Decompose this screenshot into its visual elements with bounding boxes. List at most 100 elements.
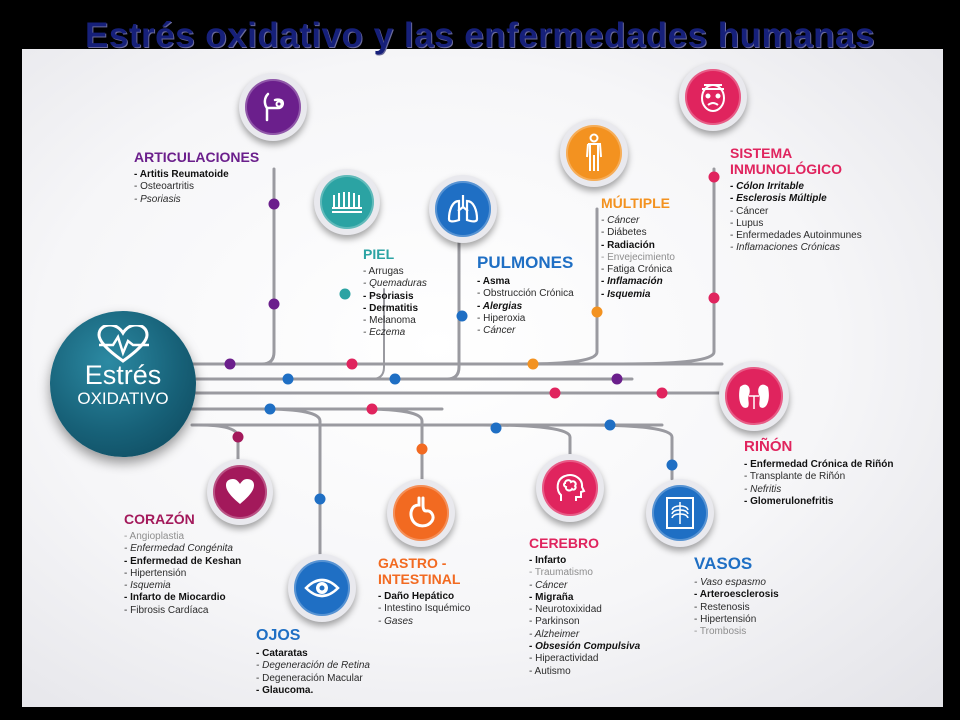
disease-item: - Transplante de Riñón [744, 471, 846, 483]
disease-item: - Nefritis [744, 483, 782, 495]
disease-item: - Esclerosis Múltiple [730, 193, 827, 205]
disease-item: - Quemaduras [363, 278, 427, 290]
disease-item: - Angioplastia [124, 531, 185, 542]
category-title: PULMONES [477, 253, 574, 272]
diagram-panel: Estrés OXIDATIVO [22, 49, 943, 707]
disease-item: - Infarto [529, 555, 567, 566]
category-gastro: GASTRO - INTESTINAL - Daño Hepático- Int… [378, 555, 470, 628]
category-title: PIEL [363, 246, 395, 262]
disease-item: - Trombosis [694, 626, 747, 638]
disease-item: - Enfermedad de Keshan [124, 555, 242, 567]
disease-item: - Diábetes [601, 227, 647, 239]
hub-line2: OXIDATIVO [77, 389, 169, 408]
category-vasos: VASOS - Vaso espasmo- Arteroesclerosis- … [694, 554, 779, 638]
disease-item: - Radiación [601, 239, 655, 251]
category-title: CORAZÓN [124, 511, 195, 527]
disease-item: - Dermatitis [363, 302, 419, 314]
category-title: MÚLTIPLE [601, 195, 670, 211]
rinon-node [719, 361, 789, 431]
disease-list: - Angioplastia- Enfermedad Congénita- En… [124, 531, 241, 617]
disease-item: - Degeneración Macular [256, 672, 363, 684]
heart-icon [225, 478, 254, 504]
disease-item: - Restenosis [694, 601, 750, 613]
category-title: SISTEMA INMUNOLÓGICO [730, 145, 842, 177]
disease-item: - Autismo [529, 665, 571, 677]
category-title: OJOS [256, 627, 301, 644]
cerebro-node [536, 454, 604, 522]
disease-item: - Arrugas [363, 266, 404, 277]
disease-item: - Glaucoma. [256, 684, 314, 696]
disease-item: - Infarto de Miocardio [124, 592, 226, 604]
corazon-node [207, 459, 273, 525]
disease-item: - Melanoma [363, 315, 416, 327]
category-cerebro: CEREBRO - Infarto- Traumatismo- Cáncer- … [529, 535, 640, 678]
disease-item: - Psoriasis [363, 290, 414, 302]
disease-item: - Inflamación [601, 276, 663, 288]
category-articulaciones: ARTICULACIONES - Artitis Reumatoide- Ost… [134, 149, 259, 206]
category-rinon: RIÑÓN - Enfermedad Crónica de Riñón- Tra… [744, 439, 893, 508]
ojos-node [288, 554, 356, 622]
disease-item: - Hipertensión [694, 613, 757, 625]
disease-item: - Envejecimiento [601, 251, 675, 263]
gastro-node [387, 479, 455, 547]
disease-item: - Cataratas [256, 648, 308, 659]
connector-dots [224, 171, 720, 505]
disease-item: - Vaso espasmo [694, 577, 766, 588]
piel-node [314, 169, 380, 235]
disease-item: - Psoriasis [134, 193, 181, 205]
disease-list: - Enfermedad Crónica de Riñón- Transplan… [744, 459, 893, 508]
disease-item: - Cáncer [529, 579, 568, 591]
xray-ribcage-icon [666, 497, 694, 529]
disease-item: - Enfermedad Crónica de Riñón [744, 459, 894, 470]
vasos-node [646, 479, 714, 547]
disease-item: - Neurotoxixidad [529, 604, 602, 616]
hub-estres-oxidativo: Estrés OXIDATIVO [50, 311, 196, 457]
disease-item: - Enfermedad Congénita [124, 543, 233, 555]
disease-item: - Hiperactividad [529, 653, 599, 665]
disease-item: - Artitis Reumatoide [134, 169, 229, 180]
category-title: CEREBRO [529, 535, 600, 551]
heart-pulse-icon [97, 325, 149, 363]
disease-item: - Traumatismo [529, 567, 593, 579]
skin-hair-icon [331, 191, 362, 213]
eye-icon [304, 578, 340, 598]
disease-list: - Vaso espasmo- Arteroesclerosis- Resten… [694, 577, 779, 638]
articulaciones-node [239, 73, 307, 141]
hub-line1: Estrés [84, 360, 162, 390]
disease-list: - Cólon Irritable- Esclerosis Múltiple- … [730, 181, 862, 255]
kidneys-icon [739, 384, 769, 409]
disease-item: - Eczema [363, 327, 406, 339]
disease-item: - Isquemia [124, 580, 171, 592]
disease-item: - Asma [477, 276, 510, 287]
brain-head-icon [556, 474, 586, 501]
category-multiple: MÚLTIPLE - Cáncer- Diábetes- Radiación- … [601, 195, 675, 301]
disease-item: - Hiperoxia [477, 312, 526, 324]
disease-item: - Arteroesclerosis [694, 589, 779, 601]
connector-lines [190, 167, 724, 556]
category-piel: PIEL - Arrugas- Quemaduras- Psoriasis- D… [363, 246, 427, 340]
disease-list: - Asma- Obstrucción Crónica- Alergias- H… [477, 276, 574, 337]
disease-item: - Alzheimer [529, 628, 580, 640]
category-title: RIÑÓN [744, 438, 793, 455]
disease-item: - Cáncer [601, 215, 640, 226]
category-title: ARTICULACIONES [134, 149, 260, 165]
disease-item: - Hipertensión [124, 567, 187, 579]
category-pulmones: PULMONES - Asma- Obstrucción Crónica- Al… [477, 253, 574, 337]
multiple-node [560, 119, 628, 187]
category-inmunologico: SISTEMA INMUNOLÓGICO - Cólon Irritable- … [730, 145, 862, 255]
disease-item: - Isquemia [601, 288, 651, 300]
lungs-icon [447, 195, 479, 223]
disease-list: - Infarto- Traumatismo- Cáncer- Migraña-… [529, 555, 640, 678]
joint-arm-icon [263, 92, 285, 122]
disease-item: - Inflamaciones Crónicas [730, 242, 841, 254]
disease-list: - Cáncer- Diábetes- Radiación- Envejecim… [601, 215, 675, 301]
category-ojos: OJOS - Cataratas- Degeneración de Retina… [256, 628, 370, 697]
disease-item: - Obstrucción Crónica [477, 288, 574, 300]
category-title: VASOS [694, 554, 753, 573]
disease-item: - Intestino Isquémico [378, 603, 471, 615]
disease-list: - Artitis Reumatoide- Osteoartritis- Pso… [134, 169, 259, 206]
disease-item: - Parkinson [529, 616, 580, 628]
disease-item: - Degeneración de Retina [256, 660, 370, 672]
disease-list: - Arrugas- Quemaduras- Psoriasis- Dermat… [363, 266, 427, 340]
category-title: GASTRO - INTESTINAL [378, 555, 461, 587]
